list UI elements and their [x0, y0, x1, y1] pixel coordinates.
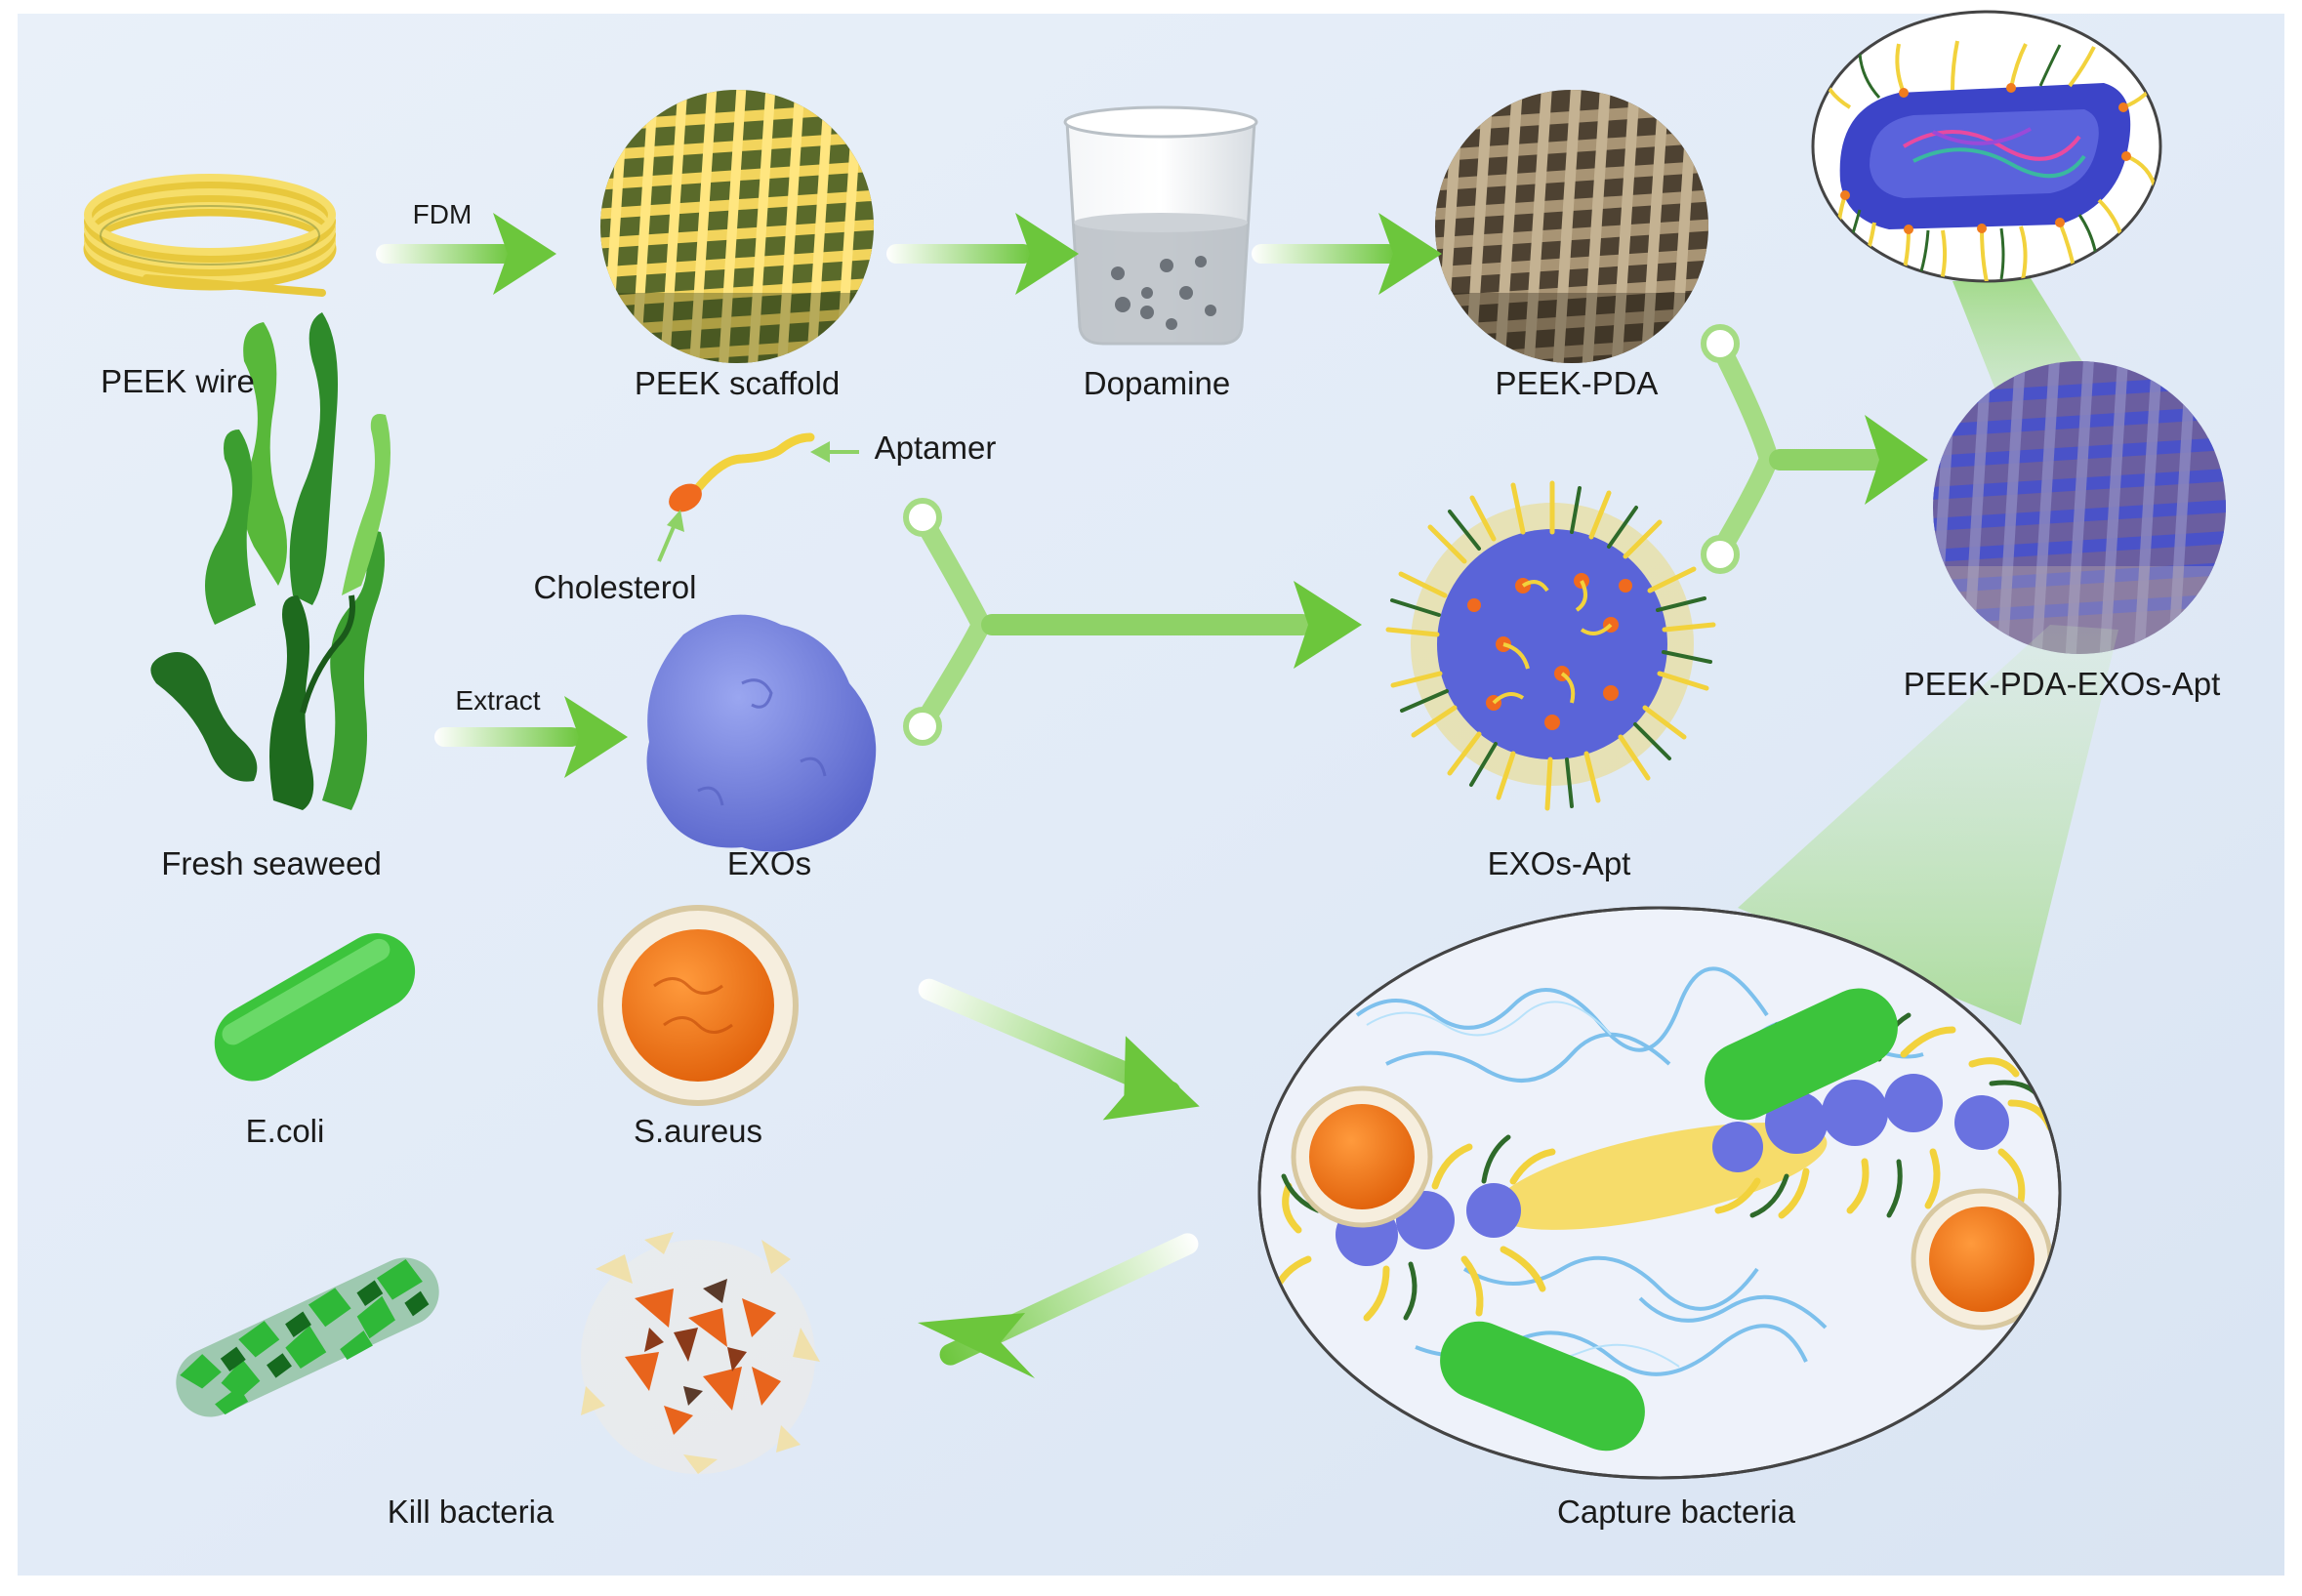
- killed-e-coli-fragments: [176, 1257, 439, 1417]
- label-dopamine: Dopamine: [1083, 365, 1231, 401]
- arrow-fdm: [376, 213, 556, 295]
- label-exos-apt: EXOs-Apt: [1487, 845, 1631, 881]
- label-aptamer: Aptamer: [874, 430, 997, 466]
- arrow-extract: [434, 696, 628, 778]
- label-fdm: FDM: [412, 199, 473, 229]
- captured-e-coli: [1440, 988, 1898, 1452]
- arrow-to-capture: [918, 978, 1200, 1121]
- cholesterol-aptamer-molecule: [669, 432, 815, 512]
- label-kill-bacteria: Kill bacteria: [387, 1494, 555, 1530]
- arrow-dopamine-to-pda: [1252, 213, 1442, 295]
- label-e-coli: E.coli: [245, 1113, 325, 1149]
- arrow-to-kill: [918, 1233, 1199, 1378]
- fresh-seaweed-illustration: [150, 312, 391, 810]
- captured-s-aureus: [1291, 1085, 2053, 1330]
- label-capture-bacteria: Capture bacteria: [1557, 1494, 1795, 1530]
- label-peek-wire: PEEK wire: [101, 363, 255, 399]
- cholesterol-pointer-arrow: [657, 510, 684, 562]
- label-s-aureus: S.aureus: [633, 1113, 763, 1149]
- label-fresh-seaweed: Fresh seaweed: [161, 845, 382, 881]
- exos-apt-particle: [1385, 480, 1716, 811]
- label-peek-scaffold: PEEK scaffold: [634, 365, 841, 401]
- zoom-cone-to-capture-inset: [1738, 625, 2118, 1025]
- aptamer-pointer-arrow: [810, 441, 859, 463]
- dopamine-beaker: [1063, 105, 1258, 346]
- label-extract: Extract: [455, 685, 541, 716]
- s-aureus-bacterium: [597, 905, 799, 1106]
- fork-arrow-to-exos-apt: [903, 498, 1362, 746]
- e-coli-bacterium: [214, 933, 416, 1082]
- killed-s-aureus-fragments: [581, 1232, 820, 1474]
- label-peek-pda-exos-apt: PEEK-PDA-EXOs-Apt: [1903, 666, 2221, 702]
- fork-arrow-to-final: [1701, 324, 1928, 574]
- label-cholesterol: Cholesterol: [533, 569, 697, 605]
- label-exos: EXOs: [726, 845, 812, 881]
- peek-wire-coil: [83, 174, 337, 297]
- exos-vesicle: [646, 614, 877, 852]
- capture-bacteria-inset: [1257, 906, 2062, 1480]
- label-peek-pda: PEEK-PDA: [1495, 365, 1659, 401]
- arrow-scaffold-to-dopamine: [886, 213, 1079, 295]
